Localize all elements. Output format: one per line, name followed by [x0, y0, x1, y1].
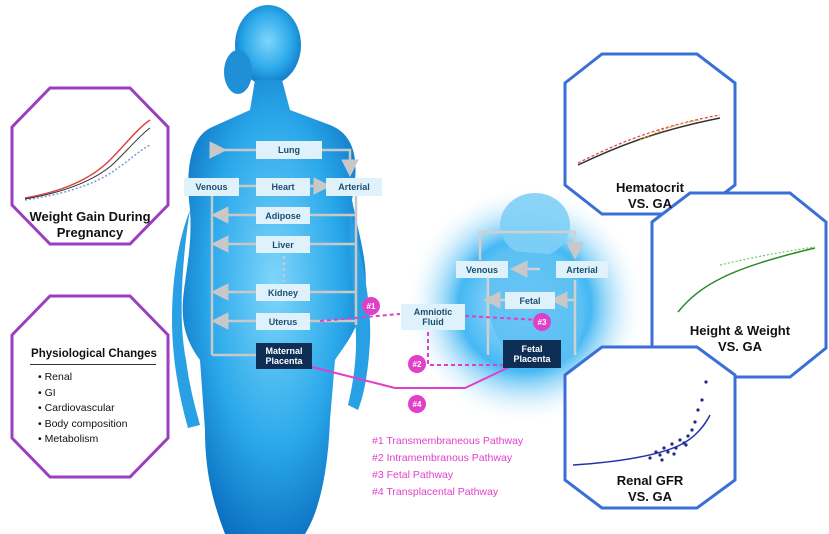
hematocrit-label-line2: VS. GA: [627, 196, 673, 211]
height-weight-mini-chart: [677, 246, 816, 313]
renal-gfr-label-line1: Renal GFR: [616, 473, 684, 488]
weight-gain-label-line1: Weight Gain During: [29, 209, 151, 224]
maternal-placenta-line2: Placenta: [265, 356, 303, 366]
box-liver: Liver: [256, 236, 310, 253]
box-maternal-arterial: Arterial: [326, 178, 382, 196]
hematocrit-mini-chart: [577, 114, 721, 166]
physiological-changes-divider: [30, 364, 156, 365]
legend-pathway-4: #4 Transplacental Pathway: [372, 486, 499, 498]
box-amniotic-fluid: Amniotic Fluid: [401, 304, 465, 330]
fetal-placenta-line2: Placenta: [513, 354, 551, 364]
weight-gain-mini-chart: [24, 119, 151, 201]
height-weight-label-line2: VS. GA: [717, 339, 763, 354]
hex-renal-gfr: [563, 345, 737, 510]
hex-height-weight: [650, 191, 828, 379]
legend-pathway-2: #2 Intramembranous Pathway: [372, 452, 513, 464]
legend-pathway-1: #1 Transmembraneous Pathway: [372, 435, 524, 447]
maternal-placenta-line1: Maternal: [265, 346, 303, 356]
amniotic-line2: Fluid: [422, 317, 444, 327]
physiological-changes-list: Renal GI Cardiovascular Body composition…: [38, 370, 128, 448]
hematocrit-label-line1: Hematocrit: [616, 180, 684, 195]
renal-gfr-label-line2: VS. GA: [627, 489, 673, 504]
box-uterus: Uterus: [256, 313, 310, 330]
height-weight-label-line1: Height & Weight: [689, 323, 791, 338]
weight-gain-label-line2: Pregnancy: [56, 225, 124, 240]
renal-gfr-label: Renal GFR VS. GA: [580, 473, 720, 505]
hex-hematocrit: [563, 52, 737, 216]
physiological-changes-title: Physiological Changes: [31, 348, 157, 360]
box-maternal-venous: Venous: [184, 178, 239, 196]
box-fetal-arterial: Arterial: [556, 261, 608, 278]
maternal-body-figure: [172, 5, 371, 534]
renal-gfr-mini-chart: [572, 380, 711, 466]
pathway-lines: [311, 313, 541, 389]
box-adipose: Adipose: [256, 207, 310, 224]
weight-gain-label: Weight Gain During Pregnancy: [14, 209, 166, 241]
height-weight-label: Height & Weight VS. GA: [665, 323, 815, 355]
box-kidney: Kidney: [256, 284, 310, 301]
pathway-tag-4: #4: [408, 395, 426, 413]
box-lung: Lung: [256, 141, 322, 159]
box-fetal: Fetal: [505, 292, 555, 309]
list-item: Renal: [38, 370, 127, 386]
hematocrit-label: Hematocrit VS. GA: [580, 180, 720, 212]
list-item: Metabolism: [38, 432, 127, 448]
list-item: Cardiovascular: [38, 401, 127, 417]
pathway-tag-1: #1: [362, 297, 380, 315]
list-item: Body composition: [38, 417, 128, 433]
pathway-tag-3: #3: [533, 313, 551, 331]
box-maternal-placenta: Maternal Placenta: [256, 343, 312, 369]
amniotic-line1: Amniotic: [413, 307, 453, 317]
box-heart: Heart: [256, 178, 310, 196]
legend-pathway-3: #3 Fetal Pathway: [372, 469, 454, 481]
box-fetal-placenta: Fetal Placenta: [503, 340, 561, 368]
box-fetal-venous: Venous: [456, 261, 508, 278]
list-item: GI: [38, 386, 127, 402]
fetal-placenta-line1: Fetal: [521, 344, 543, 354]
pathway-tag-2: #2: [408, 355, 426, 373]
hex-weight-gain: [10, 86, 170, 246]
